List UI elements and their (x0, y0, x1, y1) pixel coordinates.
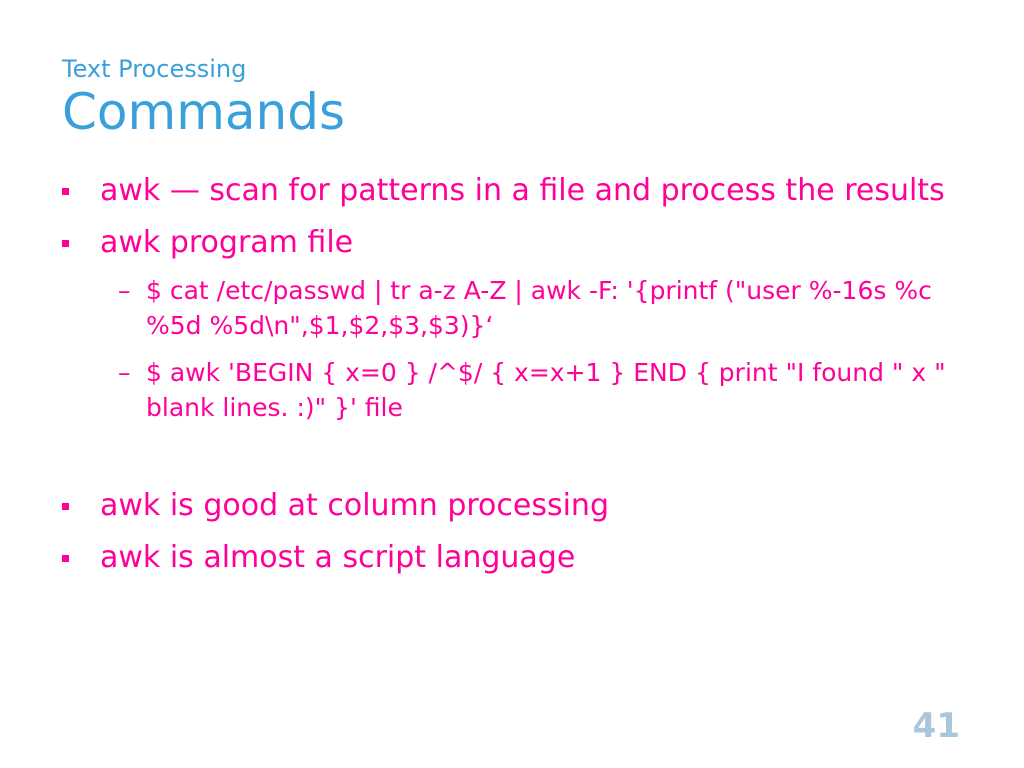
sub-bullet-text: $ awk 'BEGIN { x=0 } /^$/ { x=x+1 } END … (146, 358, 946, 422)
bullet-item: awk — scan for patterns in a file and pr… (56, 170, 976, 212)
square-bullet-icon (62, 240, 69, 247)
square-bullet-icon (62, 555, 69, 562)
slide-subtitle: Text Processing (62, 55, 247, 83)
sub-bullet-item: – $ awk 'BEGIN { x=0 } /^$/ { x=x+1 } EN… (56, 355, 976, 425)
bullet-item: awk is almost a script language (56, 537, 976, 579)
slide-content: awk — scan for patterns in a file and pr… (56, 170, 976, 579)
bullet-text: awk — scan for patterns in a file and pr… (100, 173, 945, 208)
square-bullet-icon (62, 188, 69, 195)
bullet-item: awk program file (56, 222, 976, 264)
title-block: Text Processing Commands (62, 54, 345, 140)
page-number: 41 (912, 706, 960, 746)
bullet-text: awk is good at column processing (100, 488, 609, 523)
square-bullet-icon (62, 503, 69, 510)
sub-bullet-text: $ cat /etc/passwd | tr a-z A-Z | awk -F:… (146, 276, 932, 340)
bullet-item: awk is good at column processing (56, 485, 976, 527)
sub-bullet-item: – $ cat /etc/passwd | tr a-z A-Z | awk -… (56, 273, 976, 343)
slide-title: Commands (62, 83, 346, 141)
bullet-text: awk is almost a script language (100, 540, 576, 575)
bullet-text: awk program file (100, 225, 354, 260)
dash-bullet: – (118, 358, 131, 387)
dash-bullet: – (118, 276, 131, 305)
